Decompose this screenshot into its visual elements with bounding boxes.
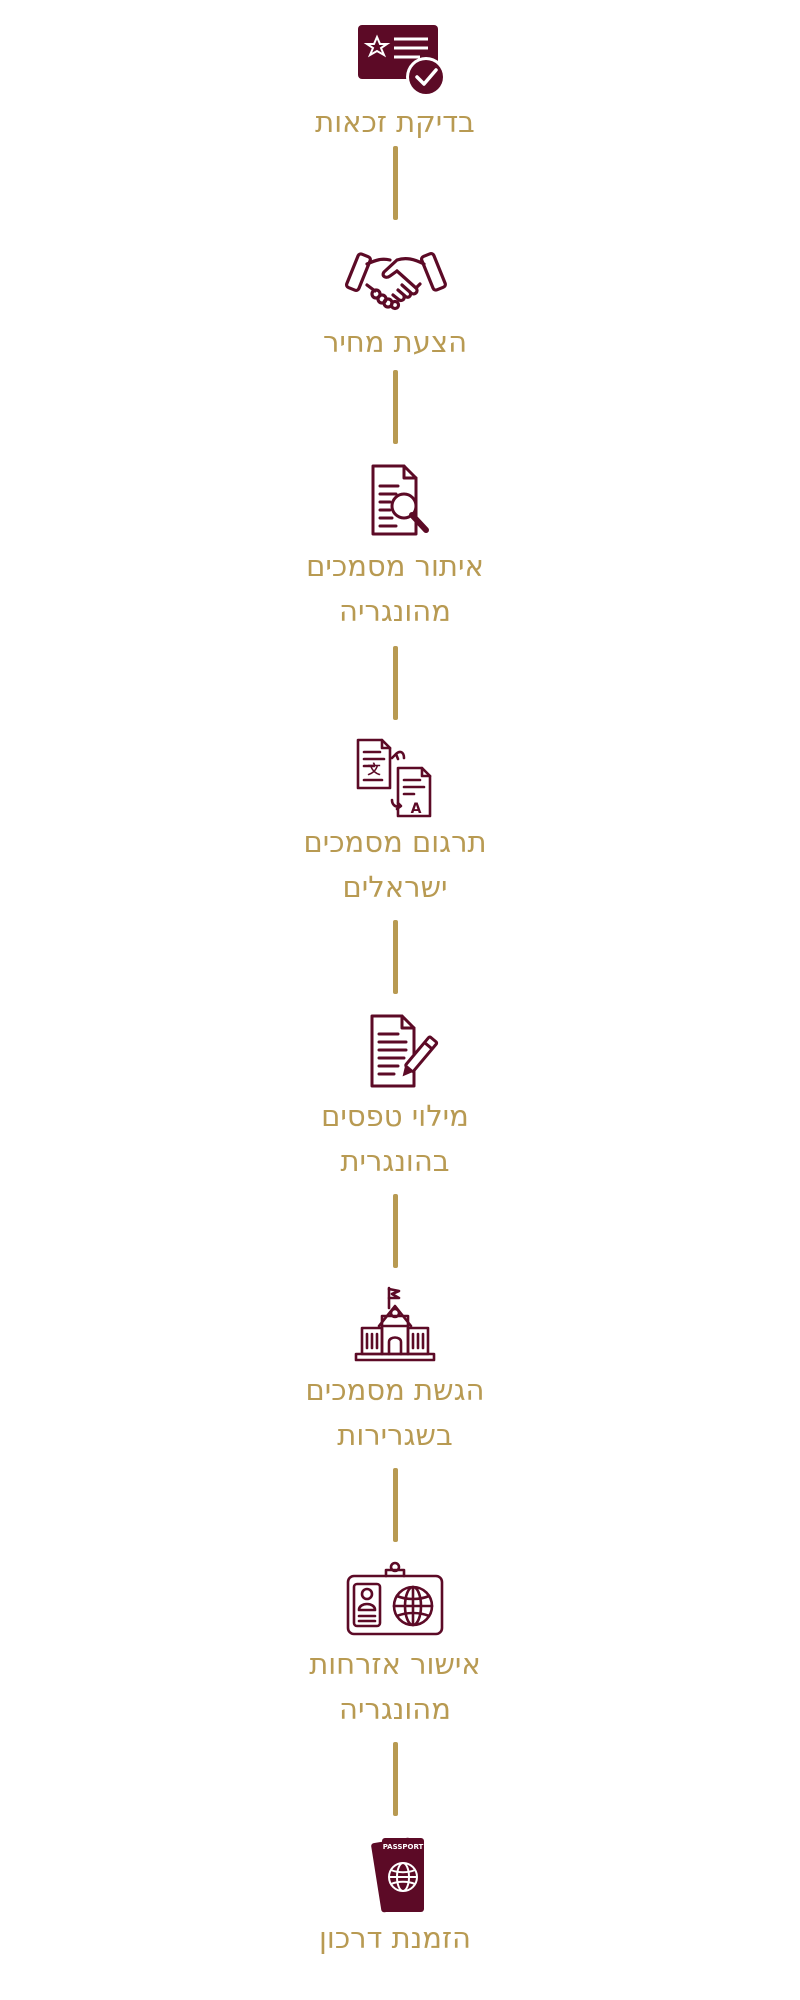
- step-label: איתור מסמכים מהונגריה: [306, 549, 484, 628]
- step-citizenship-approval: אישור אזרחות מהונגריה: [0, 1560, 790, 1732]
- step-label: הצעת מחיר: [322, 325, 468, 359]
- step-connector: [393, 1742, 398, 1816]
- embassy-building-icon: [340, 1286, 450, 1366]
- document-edit-icon: [340, 1012, 450, 1092]
- step-label: הזמנת דרכון: [319, 1921, 471, 1955]
- document-search-icon: [340, 462, 450, 542]
- step-eligibility: בדיקת זכאות: [0, 18, 790, 145]
- step-connector: [393, 370, 398, 444]
- step-translate-documents: 文 A תרגום מסמכים ישראלים: [0, 738, 790, 910]
- step-submit-embassy: הגשת מסמכים בשגרירות: [0, 1286, 790, 1458]
- svg-text:A: A: [411, 801, 422, 817]
- step-connector: [393, 1468, 398, 1542]
- step-order-passport: PASSPORT הזמנת דרכון: [0, 1834, 790, 1961]
- passport-icon: PASSPORT: [340, 1834, 450, 1914]
- step-label: מילוי טפסים בהונגרית: [321, 1099, 469, 1178]
- step-connector: [393, 1194, 398, 1268]
- step-quote: הצעת מחיר: [0, 238, 790, 365]
- step-connector: [393, 920, 398, 994]
- id-card-check-icon: [340, 18, 450, 98]
- step-fill-forms: מילוי טפסים בהונגרית: [0, 1012, 790, 1184]
- citizenship-id-globe-icon: [340, 1560, 450, 1640]
- document-translate-icon: 文 A: [340, 738, 450, 818]
- step-label: אישור אזרחות מהונגריה: [309, 1647, 481, 1726]
- svg-text:文: 文: [367, 762, 381, 778]
- step-label: בדיקת זכאות: [315, 105, 475, 139]
- step-connector: [393, 646, 398, 720]
- step-label: תרגום מסמכים ישראלים: [303, 825, 487, 904]
- handshake-icon: [340, 238, 450, 318]
- step-connector: [393, 146, 398, 220]
- step-locate-documents: איתור מסמכים מהונגריה: [0, 462, 790, 634]
- step-label: הגשת מסמכים בשגרירות: [305, 1373, 485, 1452]
- passport-badge: PASSPORT: [383, 1843, 424, 1851]
